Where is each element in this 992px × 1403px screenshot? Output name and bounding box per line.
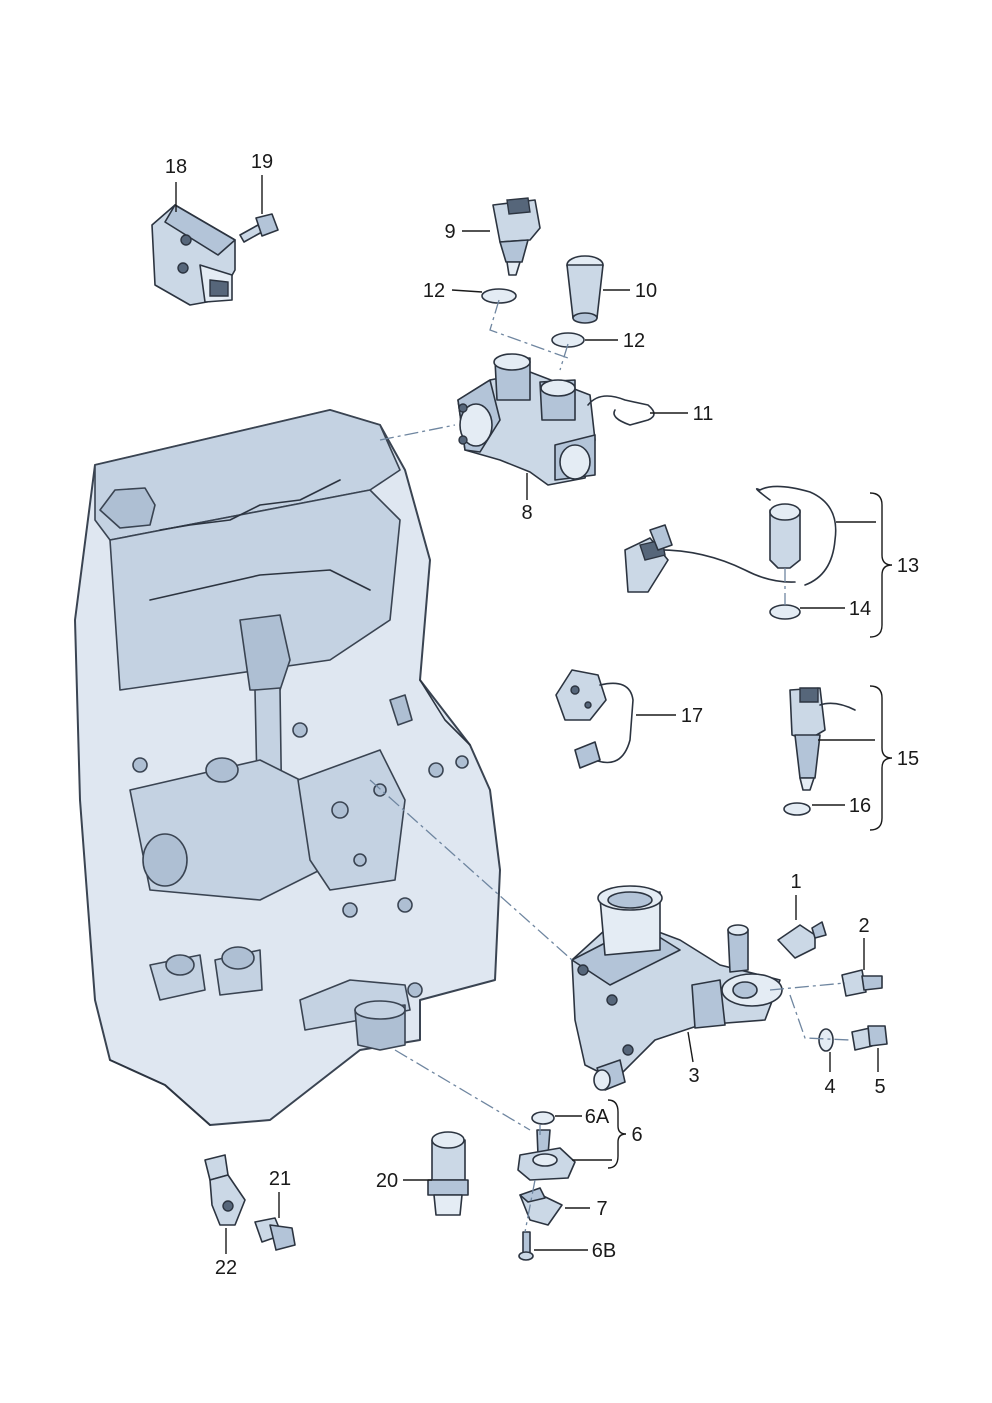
label-21: 21 (269, 1168, 291, 1190)
part-19-bolt (239, 213, 279, 243)
label-6a: 6A (585, 1106, 610, 1128)
part-2-sender (841, 969, 883, 997)
part-13-sensor-harness (624, 485, 837, 593)
part-6a-seal (531, 1111, 555, 1125)
label-12-lower: 12 (623, 330, 645, 352)
label-22: 22 (215, 1257, 237, 1279)
label-9: 9 (444, 221, 455, 243)
part-14-o-ring (769, 604, 801, 620)
label-17: 17 (681, 705, 703, 727)
label-20: 20 (376, 1170, 398, 1192)
label-18: 18 (165, 156, 187, 178)
part-17-sensor (555, 669, 634, 769)
part-12-seal-lower (551, 332, 585, 348)
part-9-temperature-sender (492, 197, 541, 276)
part-8-coolant-flange (457, 353, 596, 486)
part-6-sensor (517, 1129, 576, 1181)
label-5: 5 (874, 1076, 885, 1098)
label-2: 2 (858, 915, 869, 937)
label-15: 15 (897, 748, 919, 770)
part-15-sender (789, 687, 856, 791)
part-16-seal (783, 802, 811, 816)
part-labels: 18 19 9 12 10 12 11 8 13 14 17 15 16 1 2… (165, 151, 919, 1279)
label-8: 8 (521, 502, 532, 524)
part-18-control-unit (151, 204, 236, 306)
label-12-upper: 12 (423, 280, 445, 302)
label-7: 7 (596, 1198, 607, 1220)
label-6b: 6B (592, 1240, 616, 1262)
label-4: 4 (824, 1076, 835, 1098)
label-13: 13 (897, 555, 919, 577)
part-1-switch (777, 921, 827, 959)
label-11: 11 (693, 403, 714, 425)
part-6b-screw (518, 1231, 534, 1261)
leader-lines (175, 175, 893, 1254)
part-10-plug (566, 255, 604, 324)
label-16: 16 (849, 795, 871, 817)
part-7-bracket (519, 1187, 563, 1226)
engine-block (74, 409, 501, 1126)
part-22-bracket (204, 1154, 246, 1226)
part-11-clip (587, 395, 655, 426)
label-19: 19 (251, 151, 273, 173)
part-20-pressure-switch (427, 1131, 469, 1216)
part-5-plug (851, 1025, 888, 1051)
label-6: 6 (631, 1124, 642, 1146)
center-lines (369, 299, 851, 1233)
label-1: 1 (790, 871, 801, 893)
part-3-housing (571, 885, 783, 1091)
label-10: 10 (635, 280, 657, 302)
label-14: 14 (849, 598, 871, 620)
part-12-seal-upper (481, 288, 517, 304)
part-21-switch (254, 1217, 296, 1251)
label-3: 3 (688, 1065, 699, 1087)
part-4-seal (818, 1028, 834, 1052)
